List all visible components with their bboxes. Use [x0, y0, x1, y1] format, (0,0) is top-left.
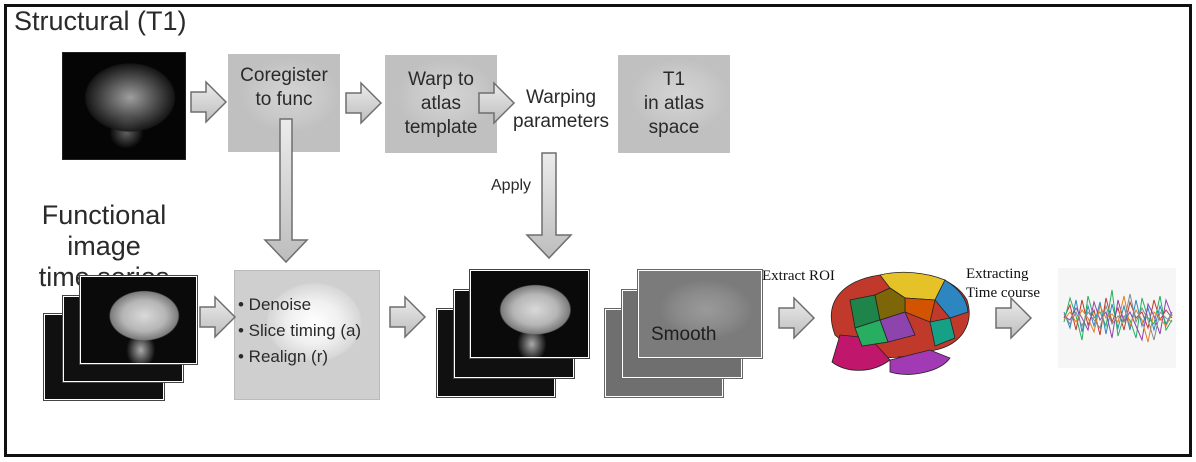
arrow-smooth-to-roi	[778, 296, 816, 340]
warping-parameters-label: Warping parameters	[512, 87, 610, 132]
func-frame-1	[80, 276, 197, 364]
arrow-params-down	[525, 152, 573, 260]
preprocess-item-slice-timing: • Slice timing (a)	[238, 321, 362, 340]
t1-atlas-image	[618, 55, 730, 153]
arrow-t1-to-coregister	[190, 80, 228, 124]
arrow-preprocess-to-warped	[389, 295, 427, 339]
coregister-label: Coregister to func	[240, 65, 328, 110]
timecourse-traces	[1063, 289, 1173, 343]
extract-roi-label: Extract ROI	[762, 268, 835, 284]
apply-label: Apply	[491, 177, 532, 194]
smooth-label: Smooth	[651, 324, 717, 345]
arrow-warp-to-params	[478, 81, 516, 125]
warped-frame-1	[470, 270, 589, 358]
preprocess-item-denoise: • Denoise	[238, 295, 312, 314]
preprocess-list: • Denoise • Slice timing (a) • Realign (…	[238, 292, 361, 370]
arrow-func-to-preprocess	[199, 295, 237, 339]
brain-atlas-icon	[830, 271, 970, 375]
preprocess-item-realign: • Realign (r)	[238, 347, 329, 366]
structural-heading: Structural (T1)	[14, 6, 187, 36]
figure-border	[4, 4, 1192, 457]
warp-label: Warp to atlas template	[404, 69, 478, 138]
preprocess-image	[234, 270, 380, 400]
t1-structural-image	[62, 52, 186, 160]
smooth-frame-1	[638, 270, 762, 358]
arrow-coregister-down	[263, 118, 309, 264]
t1-atlas-label: T1 in atlas space	[643, 69, 705, 138]
functional-heading: Functional image time series	[38, 200, 170, 292]
arrow-coregister-to-warp	[345, 81, 383, 125]
arrow-roi-to-timecourse	[995, 296, 1033, 340]
extract-timecourse-label: Extracting Time course	[966, 266, 1041, 301]
